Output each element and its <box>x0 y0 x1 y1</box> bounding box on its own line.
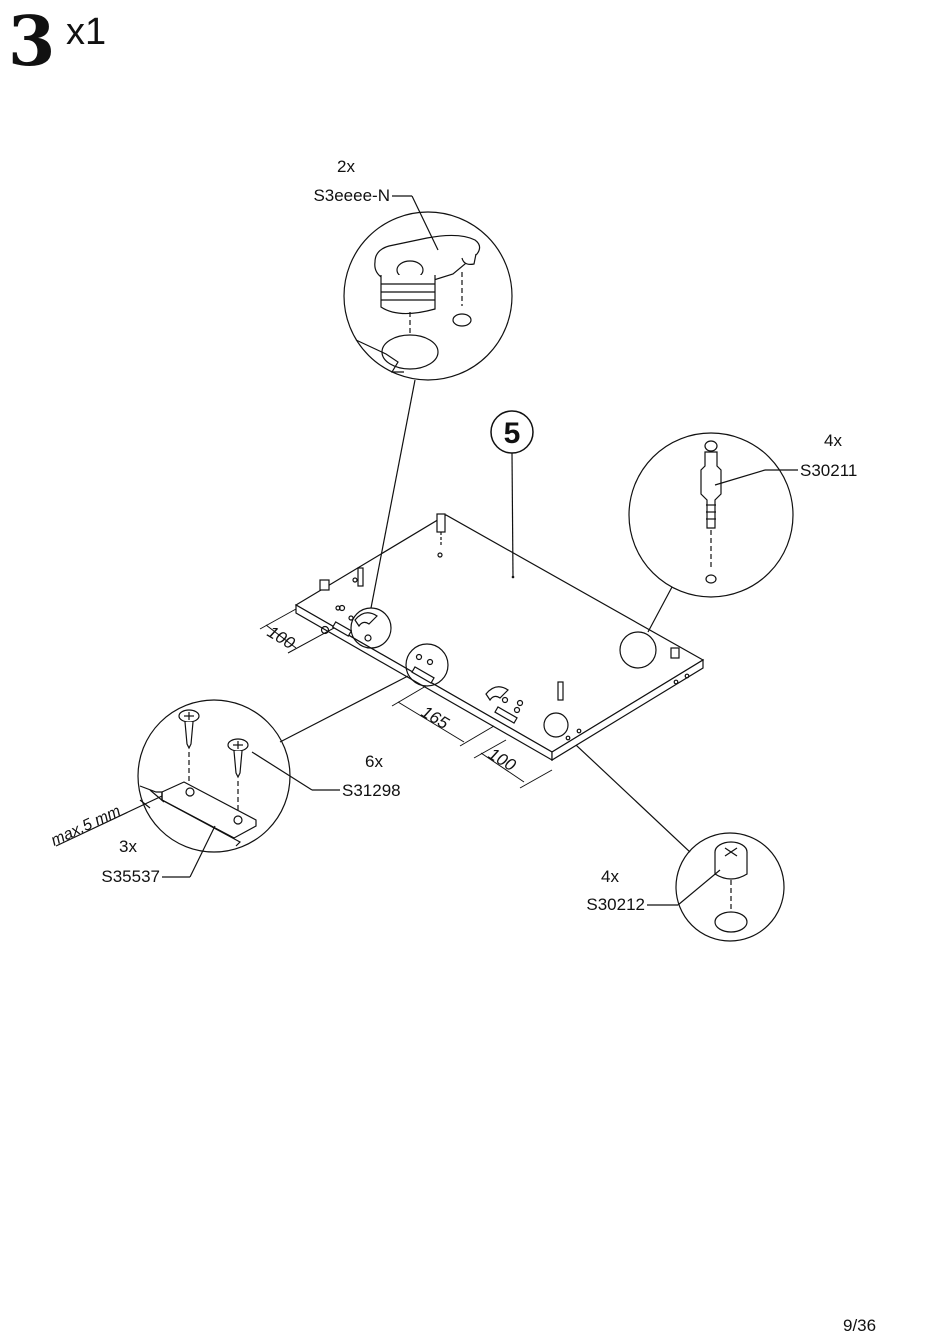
panel-label-badge <box>490 410 534 578</box>
detail-marker-cam-lock <box>543 712 569 738</box>
max-gap-dimension: max.5 mm <box>49 803 124 850</box>
cam-lock-detail <box>575 744 785 942</box>
panel-label: 5 <box>504 417 521 450</box>
cam-lock-code: S30212 <box>586 895 645 914</box>
cam-housing-code: S3eeee-N <box>313 186 390 205</box>
cam-bolt-detail <box>628 432 798 633</box>
screw-qty: 6x <box>365 752 383 771</box>
page-number: 9/36 <box>843 1316 877 1335</box>
detail-marker-cam-bolt <box>619 631 657 669</box>
cam-bolt-code: S30211 <box>800 461 857 480</box>
screw-plate-detail <box>55 675 409 878</box>
step-number: 3 <box>8 2 56 82</box>
panel-board <box>294 514 705 762</box>
detail-marker-screw <box>405 643 449 687</box>
connector-plate-code: S35537 <box>101 867 160 886</box>
step-quantity: x1 <box>66 11 107 53</box>
cam-housing-detail <box>343 195 513 609</box>
screw-code: S31298 <box>342 781 401 800</box>
panel-hardware <box>319 513 680 724</box>
dimension-lines <box>259 608 553 789</box>
dimension-middle-spacing: 165 <box>418 702 453 733</box>
cam-bolt-qty: 4x <box>824 431 842 450</box>
cam-lock-qty: 4x <box>601 867 619 886</box>
cam-housing-qty: 2x <box>337 157 355 176</box>
connector-plate-qty: 3x <box>119 837 137 856</box>
